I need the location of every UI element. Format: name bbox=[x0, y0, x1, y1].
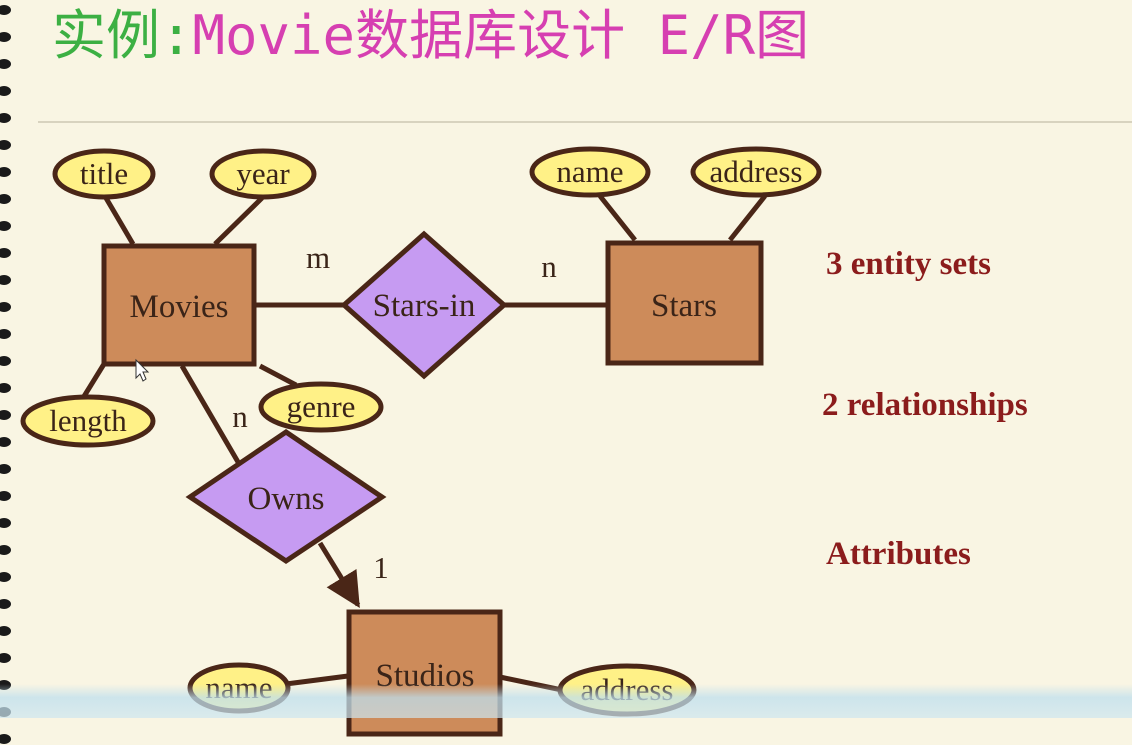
binding-ring bbox=[0, 302, 11, 312]
entity-movies bbox=[101, 243, 257, 367]
binding-ring bbox=[0, 734, 11, 744]
video-artifact-strip bbox=[0, 684, 1132, 718]
attr-movies-length bbox=[20, 394, 156, 448]
binding-ring bbox=[0, 518, 11, 528]
binding-ring bbox=[0, 113, 11, 123]
notebook-binding-rings bbox=[0, 5, 11, 744]
relationship-stars-in-label: Stars-in bbox=[373, 288, 476, 324]
edge-starname-stars bbox=[598, 194, 637, 242]
title-prefix: 实例: bbox=[52, 4, 193, 67]
side-label-attributes: Attributes bbox=[826, 536, 971, 572]
attr-movies-title bbox=[52, 148, 156, 200]
edge-studioname-studios bbox=[285, 673, 349, 687]
relationship-owns-label: Owns bbox=[247, 481, 324, 517]
binding-ring bbox=[0, 572, 11, 582]
relationship-stars-in bbox=[340, 230, 508, 380]
edge-length-movies bbox=[80, 362, 107, 400]
binding-ring bbox=[0, 491, 11, 501]
binding-ring bbox=[0, 545, 11, 555]
binding-ring bbox=[0, 59, 11, 69]
binding-ring bbox=[0, 356, 11, 366]
binding-ring bbox=[0, 383, 11, 393]
binding-ring bbox=[0, 626, 11, 636]
binding-ring bbox=[0, 140, 11, 150]
title-divider bbox=[38, 121, 1132, 123]
cardinality-n-owns: n bbox=[232, 399, 248, 434]
entity-stars bbox=[605, 240, 764, 366]
mouse-cursor-icon bbox=[135, 358, 150, 382]
cardinality-n-stars: n bbox=[541, 249, 557, 284]
side-label-entity-sets: 3 entity sets bbox=[826, 246, 991, 282]
entity-movies-label: Movies bbox=[130, 289, 229, 325]
binding-ring bbox=[0, 410, 11, 420]
binding-ring bbox=[0, 275, 11, 285]
attr-stars-name-label: name bbox=[556, 154, 623, 189]
attr-movies-year-label: year bbox=[236, 156, 290, 191]
attr-movies-year bbox=[209, 148, 317, 200]
binding-ring bbox=[0, 194, 11, 204]
edge-year-movies bbox=[213, 196, 264, 246]
title-main: Movie数据库设计 E/R图 bbox=[192, 4, 810, 67]
attr-movies-length-label: length bbox=[49, 403, 127, 438]
binding-ring bbox=[0, 599, 11, 609]
attr-movies-genre-label: genre bbox=[287, 389, 356, 424]
binding-ring bbox=[0, 653, 11, 663]
edge-owns-studios-arrow bbox=[317, 541, 361, 608]
binding-ring bbox=[0, 167, 11, 177]
edge-title-movies bbox=[103, 196, 136, 246]
attr-movies-title-label: title bbox=[80, 156, 128, 191]
cardinality-m: m bbox=[306, 240, 330, 275]
binding-ring bbox=[0, 437, 11, 447]
side-label-relationships: 2 relationships bbox=[822, 387, 1028, 423]
edge-staraddress-stars bbox=[728, 194, 767, 242]
edge-movies-owns bbox=[179, 364, 241, 464]
attr-stars-name bbox=[529, 146, 651, 198]
slide-title: 实例:Movie数据库设计 E/R图 bbox=[52, 4, 809, 68]
binding-ring bbox=[0, 5, 11, 15]
attr-stars-address bbox=[690, 146, 822, 198]
attr-movies-genre bbox=[258, 381, 384, 433]
binding-ring bbox=[0, 221, 11, 231]
attr-stars-address-label: address bbox=[710, 154, 803, 189]
binding-ring bbox=[0, 32, 11, 42]
binding-ring bbox=[0, 464, 11, 474]
cardinality-1-studios: 1 bbox=[373, 550, 389, 585]
binding-ring bbox=[0, 329, 11, 339]
entity-stars-label: Stars bbox=[651, 288, 717, 324]
edge-genre-movies bbox=[258, 363, 298, 388]
relationship-owns bbox=[185, 428, 387, 565]
binding-ring bbox=[0, 248, 11, 258]
binding-ring bbox=[0, 86, 11, 96]
